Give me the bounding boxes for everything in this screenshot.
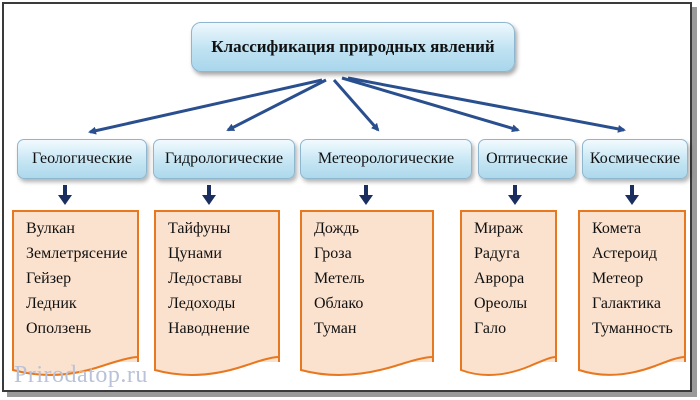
list-item: Туман (314, 320, 357, 337)
category-geological: Геологические (17, 139, 147, 179)
list-wave-edge (578, 356, 686, 376)
list-geological: Вулкан Землетрясение Гейзер Ледник Ополз… (12, 210, 139, 376)
list-item: Ледоходы (168, 295, 236, 312)
list-item: Галактика (592, 295, 661, 312)
category-meteorological: Метеорологические (300, 139, 472, 179)
list-item: Мираж (474, 220, 523, 237)
list-item: Гейзер (26, 270, 72, 287)
list-wave-edge (12, 356, 139, 376)
list-item: Ледоставы (168, 270, 242, 287)
list-item: Гало (474, 320, 507, 337)
list-wave-edge (460, 356, 557, 376)
list-item: Туманность (592, 320, 673, 337)
list-item: Аврора (474, 270, 525, 287)
list-item: Радуга (474, 245, 520, 262)
list-item: Ледник (26, 295, 77, 312)
list-item: Дождь (314, 220, 360, 237)
category-optical: Оптические (478, 139, 576, 179)
watermark-text: Prirodatop.ru (14, 362, 148, 388)
down-arrow-cosmic (625, 185, 639, 205)
list-item: Оползень (26, 320, 92, 337)
arrow-to-meteorological (332, 79, 380, 132)
list-meteorological: Дождь Гроза Метель Облако Туман (300, 210, 434, 376)
list-item: Цунами (168, 245, 222, 262)
list-item: Облако (314, 295, 364, 312)
list-item: Комета (592, 220, 642, 237)
down-arrow-meteorological (359, 185, 373, 205)
category-hydrological: Гидрологические (153, 139, 295, 179)
list-wave-edge (154, 356, 280, 376)
down-arrow-hydrological (202, 185, 216, 205)
arrow-to-optical (341, 76, 520, 133)
category-cosmic: Космические (582, 139, 688, 179)
list-wave-edge (300, 356, 434, 376)
list-item: Землетрясение (26, 245, 128, 262)
list-optical: Мираж Радуга Аврора Ореолы Гало (460, 210, 557, 376)
arrow-to-geological (88, 78, 323, 135)
list-item: Тайфуны (168, 220, 231, 237)
list-cosmic: Комета Астероид Метеор Галактика Туманно… (578, 210, 686, 376)
list-item: Гроза (314, 245, 352, 262)
arrow-to-cosmic (347, 76, 626, 133)
list-hydrological: Тайфуны Цунами Ледоставы Ледоходы Наводн… (154, 210, 280, 376)
arrow-to-hydrological (226, 78, 327, 132)
list-item: Метеор (592, 270, 644, 287)
list-item: Метель (314, 270, 365, 287)
list-item: Астероид (592, 245, 658, 262)
list-item: Ореолы (474, 295, 528, 312)
list-item: Вулкан (26, 220, 75, 237)
down-arrow-geological (58, 185, 72, 205)
list-item: Наводнение (168, 320, 250, 337)
down-arrow-optical (508, 185, 522, 205)
diagram-title: Классификация природных явлений (191, 22, 515, 72)
